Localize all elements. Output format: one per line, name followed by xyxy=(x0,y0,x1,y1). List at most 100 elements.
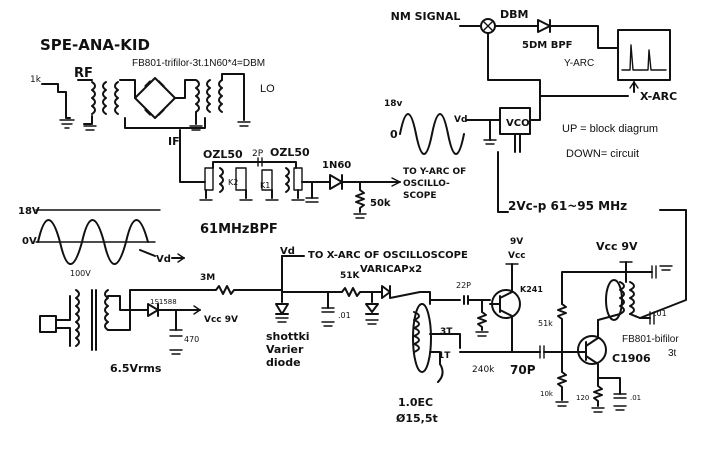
filter-ground-wires xyxy=(205,189,299,199)
power-transformer-primary xyxy=(75,289,80,347)
block-diagram: NM SIGNAL DBM 5DM BPF Y-ARC X-ARC 18v 0 … xyxy=(384,8,687,319)
fet-pins xyxy=(489,279,513,341)
diode-ring xyxy=(134,77,176,119)
coil-pointer xyxy=(437,363,444,383)
to-y-arc-note: TO Y-ARC OF OSCILLO-SCOPE xyxy=(403,167,467,201)
sweep-waveform xyxy=(399,113,465,155)
if-filter-section: OZL50 2P OZL50 K2 K1 61MHzBPF xyxy=(199,146,310,237)
rf-ground-wire xyxy=(65,101,71,119)
vco-bottom-wires xyxy=(514,133,521,153)
rf-coil-secondary xyxy=(102,81,107,115)
ground-symbol xyxy=(83,125,97,131)
transformer-core xyxy=(91,289,97,351)
diode-note-wrap: shottki Varier diode xyxy=(266,330,310,369)
lo-coil-a xyxy=(195,79,200,113)
filter-right-coil xyxy=(285,167,290,193)
detector-arrow xyxy=(391,177,401,187)
coil-spec2-label: Ø15,5t xyxy=(396,412,438,425)
ground-symbol xyxy=(237,121,251,127)
lower-circuit: 18V 0V Vd Vd TO X-ARC OF OSCILLOSCOPE 10… xyxy=(18,206,679,425)
varicap-lower xyxy=(365,303,379,315)
v18-label: 18v xyxy=(384,99,403,109)
filter-top-wire xyxy=(212,161,297,169)
filter-cap-470 xyxy=(169,329,183,337)
k2-label: K2 xyxy=(228,178,238,187)
cap-01-label: .01 xyxy=(338,311,351,320)
vco-range-to-circuit xyxy=(639,209,687,319)
diode-1n60 xyxy=(329,174,343,190)
tank-tap-wire xyxy=(429,333,461,349)
if-output-wire xyxy=(179,129,206,183)
tank-top-wire xyxy=(419,291,431,305)
vcc-left-label: Vcc 9V xyxy=(204,315,238,325)
fb801-bifilor-label: FB801-bifilor xyxy=(622,334,679,345)
bpf-diode xyxy=(537,19,551,33)
cap-2p-label: 2P xyxy=(252,149,264,159)
lo-coil-b xyxy=(206,79,211,113)
fet-source-wire xyxy=(511,339,541,353)
diode-note: shottki Varier diode xyxy=(266,330,310,369)
to-y-arc-note-wrap: TO Y-ARC OF OSCILLO-SCOPE xyxy=(403,167,467,201)
ground-symbol xyxy=(169,349,183,355)
diagram-title: SPE-ANA-KID xyxy=(40,36,150,54)
ground-symbol xyxy=(353,213,367,219)
secondary-to-3m xyxy=(107,289,211,331)
filter-right-box xyxy=(293,167,303,191)
three-m-label: 3M xyxy=(200,273,215,283)
tank-coil xyxy=(413,311,420,353)
rf-input-wire xyxy=(41,83,67,103)
filter-left-coil xyxy=(219,167,224,193)
resistor-10k xyxy=(557,351,567,401)
rf-label: RF xyxy=(74,66,93,81)
schottky-diode xyxy=(275,303,289,315)
emitter-cap-wire xyxy=(597,377,621,395)
ground-symbol xyxy=(59,119,75,129)
varicap-label: VARICAPx2 xyxy=(360,264,422,275)
transistor-c1906 xyxy=(577,335,607,365)
vcc-left-arrow xyxy=(193,305,201,315)
bifilar-coil-a xyxy=(619,281,625,315)
diode-marks xyxy=(144,80,165,116)
resistor-50k xyxy=(355,181,365,213)
transistor-pins xyxy=(577,319,599,375)
vd-arrowhead xyxy=(177,253,185,263)
rf-coil-tertiary xyxy=(114,81,119,115)
lo-label: LO xyxy=(260,83,275,95)
resistor-50k-label: 50k xyxy=(370,198,391,209)
ground-symbol xyxy=(189,125,203,131)
ground-symbol xyxy=(365,319,379,325)
resistor-120 xyxy=(593,373,603,407)
rf-input-label: 1k xyxy=(30,75,42,85)
vcc-rail xyxy=(561,261,627,291)
bifilor-3t-label: 3t xyxy=(668,348,677,359)
k1-label: K1 xyxy=(260,181,270,190)
transformer-note: FB801-trifilor-3t.1N60*4=DBM xyxy=(132,58,265,69)
resistor-51k-right xyxy=(557,289,567,353)
detector-cap xyxy=(305,197,319,203)
y-arc-label: Y-ARC xyxy=(564,58,594,69)
detector-section: 1N60 50k TO Y-ARC OF OSCILLO-SCOPE xyxy=(301,160,467,219)
legend-up: UP = block diagrum xyxy=(562,123,658,135)
wave-reference-lines xyxy=(35,209,161,243)
bpf-label: 61MHzBPF xyxy=(200,222,278,237)
varicap-series xyxy=(371,285,421,299)
ground-symbol xyxy=(591,405,627,413)
filter-left-can xyxy=(235,167,247,191)
v100-label: 100V xyxy=(70,269,91,278)
vcc-mid-label: Vcc xyxy=(508,251,526,261)
cap-01 xyxy=(321,307,335,313)
to-x-arc-label: TO X-ARC OF OSCILLOSCOPE xyxy=(308,250,468,261)
ground-symbol xyxy=(475,331,489,337)
vco-label: VCO xyxy=(506,118,530,129)
v9-label: 9V xyxy=(510,237,523,247)
cap-22p-label: 22P xyxy=(456,281,471,290)
filter-right-can xyxy=(261,169,273,191)
filter-right-label: OZL50 xyxy=(270,146,310,159)
wave-vd-label: Vd xyxy=(156,254,171,265)
rms-label: 6.5Vrms xyxy=(110,362,162,375)
lo-coil-c xyxy=(218,79,223,113)
bifilar-coil-b xyxy=(629,281,635,315)
plug-wires xyxy=(55,295,71,347)
cap-01-bottom-label: .01 xyxy=(630,394,641,402)
